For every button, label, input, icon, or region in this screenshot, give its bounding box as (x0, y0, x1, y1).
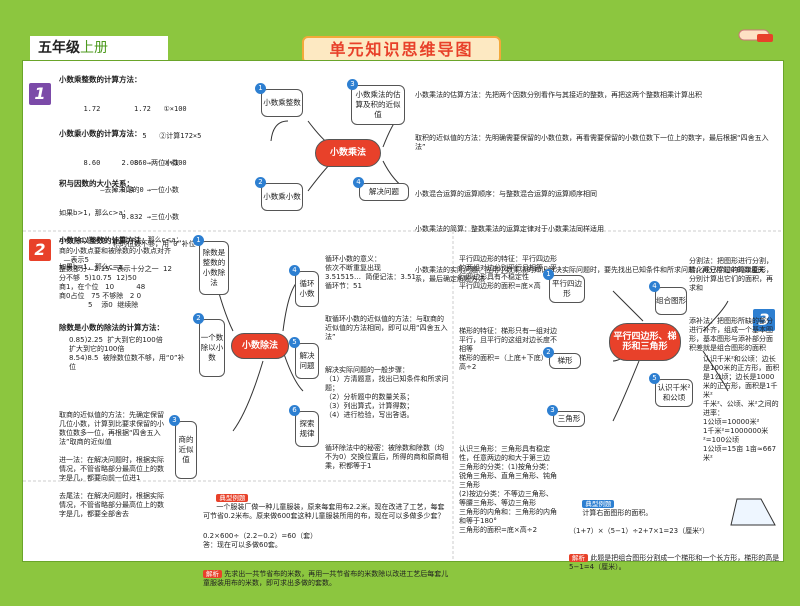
volume-text: 上册 (80, 40, 108, 56)
s2-badge-2: 2 (193, 313, 204, 324)
grade-text: 五年级 (38, 40, 80, 56)
s2-center-node: 小数除法 (231, 333, 289, 359)
s2-badge-3: 3 (169, 415, 180, 426)
s1-method-heading: 小数乘整数的计算方法： (59, 75, 142, 84)
s1-ex1-line2: × 5 × 5 ②计算172×5 (75, 132, 202, 140)
trapezoid-figure (727, 495, 779, 529)
s1-relation-heading: 积与因数的大小关系： (59, 179, 134, 188)
s3-l1: 平行四边形的特征：平行四边形的两组对边分别平行且相等，平行四边形具有不稳定性 平… (459, 255, 557, 290)
s2-example-tag: 典型例题 (216, 494, 249, 502)
content-sheet: 1 小数乘整数的计算方法： 1.72 1.72 ①×100 × 5 × 5 ②计… (22, 60, 784, 587)
s3-example-answer: （1+7）×（5−1）÷2+7×1=23（厘米²） (569, 527, 709, 535)
s3-analysis-tag: 解析 (569, 554, 588, 562)
s3-badge-3: 3 (547, 405, 558, 416)
s2-r2: 取循环小数的近似值的方法：与取商的近似值的方法相同，即可以用“四舍五入法” (325, 315, 448, 341)
grade-label: 五年级上册 (30, 36, 168, 60)
s2-node-5: 解决问题 (295, 343, 319, 379)
s1-relation-body: 如果b>1，那么c>a； a×b=c（a≠0）如果b<1，那么c<a； 如果b=… (59, 191, 239, 290)
s2-node-3: 商的近似值 (175, 421, 197, 479)
s1-badge-4: 4 (353, 177, 364, 188)
s2-node-4: 循环小数 (295, 271, 319, 307)
s3-triangle-notes: 认识三角形：三角形具有稳定性，任意两边的和大于第三边 三角形的分类：(1)按角分… (459, 445, 557, 534)
s1-r4: 小数乘法的简算：整数乘法的运算定律对于小数乘法同样适用 (415, 225, 604, 233)
s3-analysis-text: 此题是把组合图形分割成一个梯形和一个长方形，梯形的高是5−1=4（厘米）。 (569, 554, 780, 571)
s3-node-1: 平行四边形 (549, 275, 585, 303)
s2-badge-5: 5 (289, 337, 300, 348)
s1-center-node: 小数乘法 (315, 139, 381, 167)
s1-node-1: 小数乘整数 (261, 89, 303, 117)
s1-ex1-line1: 1.72 1.72 ①×100 (75, 105, 187, 113)
s1-node-4: 解决问题 (359, 183, 409, 201)
s3-badge-1: 1 (543, 269, 554, 280)
s2-dec-heading: 除数是小数的除法的计算方法： (59, 323, 164, 332)
s2-r4: 循环除法中的秘密：被除数和除数（均不为0）交换位置后，所得的商和原商相乘，积都等… (325, 444, 449, 470)
s2-int-heading: 小数除以整数的计算方法： (59, 236, 149, 245)
s3-left-notes: 平行四边形的特征：平行四边形的两组对边分别平行且相等，平行四边形具有不稳定性 平… (459, 237, 559, 426)
s1-r1: 小数乘法的估算方法：先把两个因数分别看作与其接近的整数，再把这两个整数相乘计算出… (415, 91, 702, 99)
pointing-hand-icon (735, 20, 775, 50)
s1-ex2-line3: 0.832 →三位小数 (113, 213, 179, 221)
s3-badge-5: 5 (649, 373, 660, 384)
section-3-number: 3 (753, 309, 775, 331)
s1-ex1-line3: 8.60 860 ③÷100 (75, 159, 187, 167)
s2-node-1: 除数是整数的小数除法 (199, 241, 229, 295)
s3-node-3: 三角形 (553, 411, 585, 427)
s3-node-4: 组合图形 (655, 287, 687, 315)
s2-approx-body: 取商的近似值的方法：先确定保留几位小数，计算到比要求保留的小数位数多一位，再根据… (59, 411, 164, 518)
s1-ex2-note: 积的位数不够，用“0”补位 (113, 240, 196, 248)
s3-badge-4: 4 (649, 281, 660, 292)
s2-example-question: 一个服装厂做一种儿童服装，原来每套用布2.2米。现在改进了工艺，每套可节省0.2… (203, 503, 445, 520)
s3-node-5: 认识千米²和公顷 (655, 379, 693, 407)
s1-ex2-line2: × 0.4 →一位小数 (113, 186, 179, 194)
s1-rel-line3: 如果b=1，那么c=a。 (59, 263, 130, 271)
s1-badge-2: 2 (255, 177, 266, 188)
s1-r3: 小数混合运算的运算顺序：与整数混合运算的运算顺序相同 (415, 190, 597, 198)
s1-example-1: 1.72 1.72 ①×100 × 5 × 5 ②计算172×5 8.60 86… (75, 87, 275, 213)
s2-node-2: 一个数除以小数 (199, 319, 225, 377)
s1-ex1-note: —去掉末尾的0 (75, 186, 144, 194)
s1-r5: 小数乘法的实际问题：应用小数乘法的知识解决实际问题时，要先找出已知条件和所求问题… (415, 266, 765, 283)
s3-r1: 分割法：把图形进行分割，转化成已学过的简单图形，分别计算出它们的面积，再求和 (689, 257, 773, 292)
s1-ex2-line1: 2.08 →两位小数 (113, 159, 179, 167)
s2-example-box: 典型例题 一个服装厂做一种儿童服装，原来每套用布2.2米。现在改进了工艺，每套可… (203, 485, 449, 606)
s3-l2: 梯形的特征：梯形只有一组对边平行，且平行的这组对边长度不相等 梯形的面积=（上底… (459, 327, 557, 371)
s3-right-notes: 分割法：把图形进行分割，转化成已学过的简单图形，分别计算出它们的面积，再求和 添… (689, 239, 779, 371)
s2-dec-body: 0.85)2.25 扩大到它的100倍 扩大到它的100倍 8.54)8.5 被… (69, 336, 185, 371)
page: 五年级上册 单元知识思维导图 1 小数乘整数的计算方法： 1 (22, 20, 784, 587)
s2-example-answer: 0.2×600÷（2.2−0.2）=60（套） 答：现在可以多做60套。 (203, 532, 318, 549)
s3-example-tag: 典型例题 (582, 500, 615, 508)
s3-r2: 添补法：把图形所缺的部分进行补齐，组成一个基本图形，基本图形与添补部分面积差就是… (689, 317, 773, 352)
s1-rel-line2: a×b=c（a≠0）如果b<1，那么c<a； (59, 236, 183, 244)
section-2-number: 2 (29, 239, 51, 261)
s1-decimal-heading: 小数乘小数的计算方法： (59, 129, 142, 138)
s1-badge-1: 1 (255, 83, 266, 94)
s2-badge-6: 6 (289, 405, 300, 416)
s1-example-2: 2.08 →两位小数 × 0.4 →一位小数 0.832 →三位小数 积的位数不… (113, 141, 253, 267)
connector-lines (23, 110, 783, 561)
s1-r2: 取积的近似值的方法：先明确需要保留的小数位数，再看需要保留的小数位数下一位上的数… (415, 134, 769, 151)
s2-node-6: 探索规律 (295, 411, 319, 447)
s1-badge-3: 3 (347, 79, 358, 90)
s2-r1: 循环小数的意义： 依次不断重复出现 3.51515… 简便记法：3.51 循环节… (325, 255, 416, 290)
s2-right-notes: 循环小数的意义： 依次不断重复出现 3.51515… 简便记法：3.51 循环节… (325, 237, 449, 489)
s3-badge-2: 2 (543, 347, 554, 358)
s2-badge-1: 1 (193, 235, 204, 246)
s1-right-notes: 小数乘法的估算方法：先把两个因数分别看作与其接近的整数，再把这两个整数相乘计算出… (415, 73, 775, 302)
s1-node-3: 小数乘法的估算及积的近似值 (351, 85, 405, 125)
s3-unit-notes: 认识千米²和公顷：边长是100米的正方形，面积是1公顷；边长是1000米的正方形… (703, 355, 780, 462)
s1-rel-line1: 如果b>1，那么c>a； (59, 209, 130, 217)
s2-answer-tag: 解析 (203, 570, 222, 578)
s1-node-2: 小数乘小数 (261, 183, 303, 211)
s3-example-question: 计算右面图形的面积。 (582, 509, 653, 517)
section-1-number: 1 (29, 83, 51, 105)
s2-badge-4: 4 (289, 265, 300, 276)
s3-center-node: 平行四边形、梯形和三角形 (609, 323, 681, 361)
page-title: 单元知识思维导图 (302, 36, 501, 64)
s2-r3: 解决实际问题的一般步骤： （1）方清题意，找出已知条件和所求问题； （2）分析题… (325, 366, 449, 419)
s2-int-body: 商的小数点要和被除数的小数点对齐 —表示5 整数部分—2.15—表示十分之一 1… (59, 247, 172, 309)
s2-answer-text: 先求出一共节省布的米数，再用一共节省布的米数除以改进工艺后每套儿童服装用布的米数… (203, 570, 449, 587)
s3-node-2: 梯形 (549, 353, 581, 369)
